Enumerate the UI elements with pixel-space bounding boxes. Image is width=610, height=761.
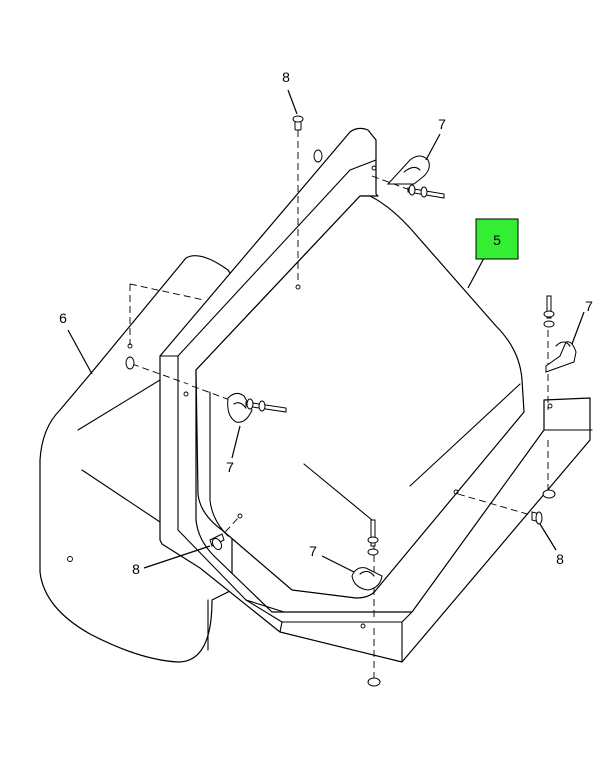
hole-rear	[127, 343, 133, 349]
callouts: 5 6 7 7 7 7 8 8 8	[59, 69, 593, 577]
grommet-rear	[125, 356, 135, 370]
leader-lines	[67, 89, 585, 573]
grommet-bottom	[367, 677, 381, 687]
clip-right	[543, 295, 577, 373]
callout-5-label: 5	[493, 232, 501, 248]
clip-bottom	[351, 519, 383, 591]
clip-left	[227, 392, 287, 423]
rivet-top	[292, 115, 304, 131]
callout-7-left-label: 7	[226, 459, 234, 475]
grommet-right-bottom	[542, 489, 556, 499]
callout-7-bottom-label: 7	[309, 543, 317, 559]
grommet-top-left	[313, 149, 323, 163]
part-5-main-panel	[159, 127, 593, 663]
callout-8-top-label: 8	[282, 69, 290, 85]
rivet-right	[531, 511, 543, 525]
callout-7-right-label: 7	[585, 298, 593, 314]
callout-5-highlight-box	[475, 218, 519, 260]
clip-top	[386, 155, 445, 199]
callout-6-label: 6	[59, 310, 67, 326]
callout-8-right-label: 8	[556, 551, 564, 567]
callout-7-top-label: 7	[438, 116, 446, 132]
rivet-left	[209, 533, 225, 551]
callout-8-left-label: 8	[132, 561, 140, 577]
